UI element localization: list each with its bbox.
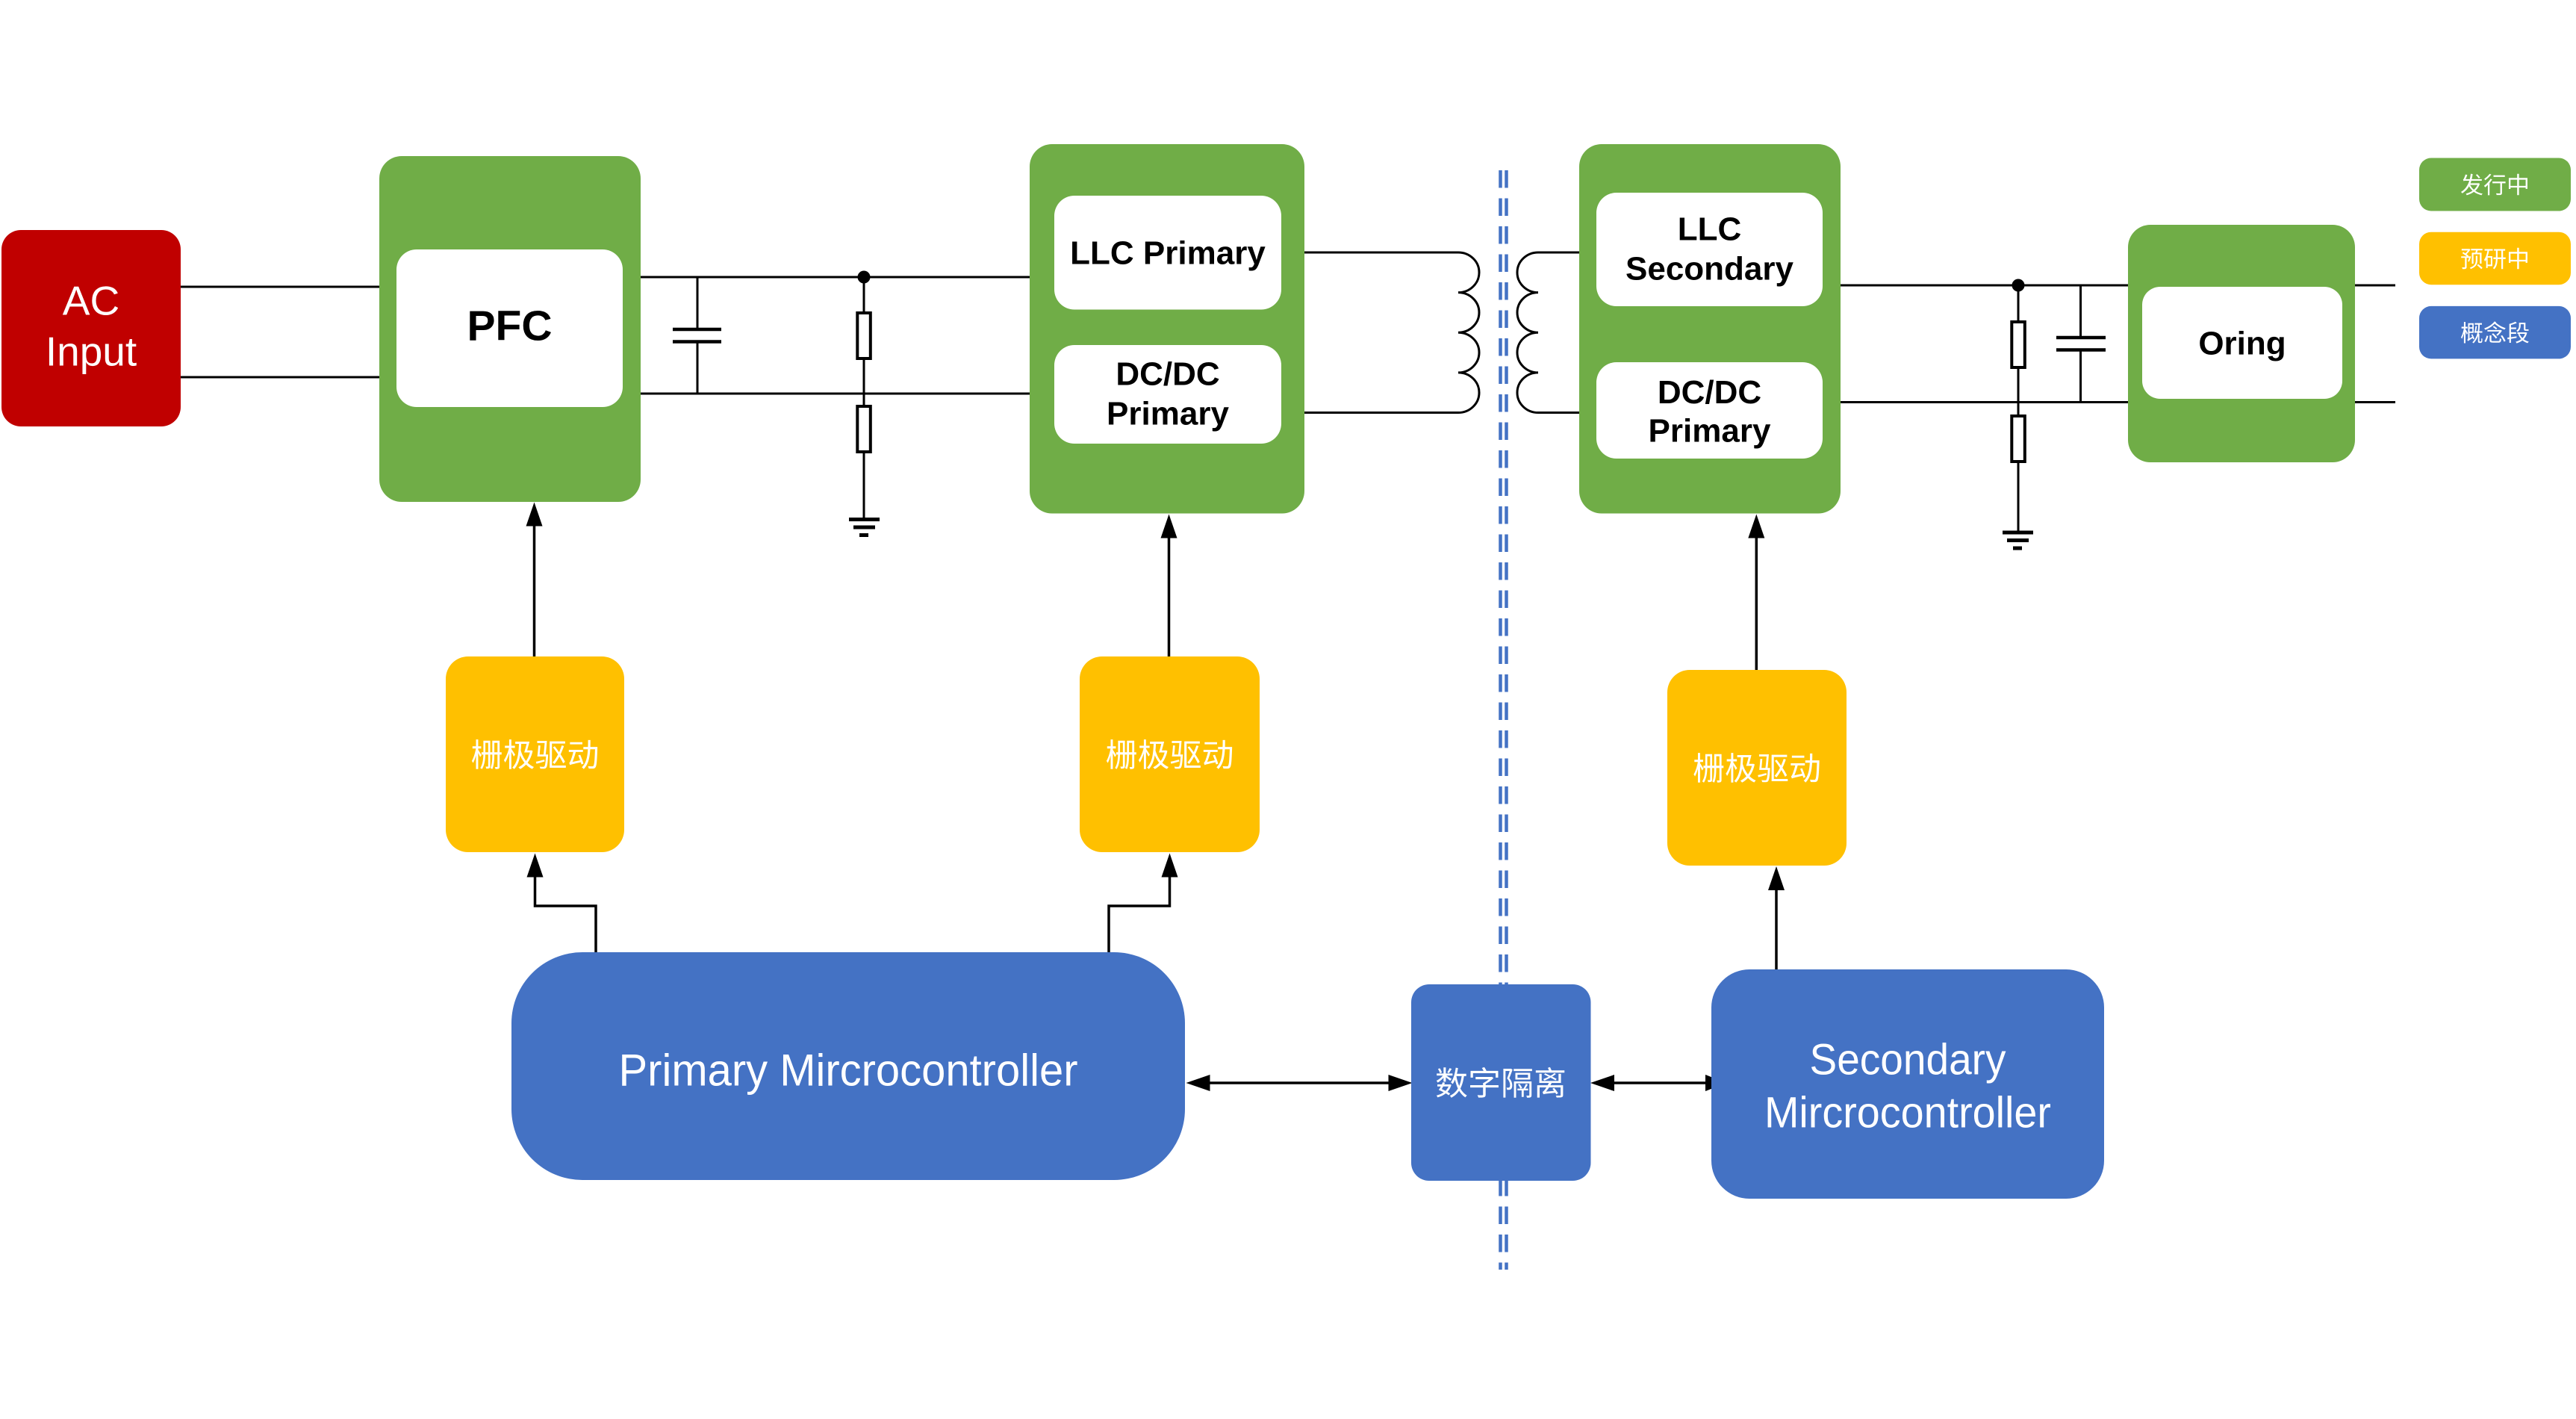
svg-text:Secondary: Secondary <box>1625 250 1794 287</box>
svg-text:PFC: PFC <box>467 302 553 350</box>
svg-text:Secondary: Secondary <box>1810 1035 2006 1084</box>
svg-text:DC/DC: DC/DC <box>1658 374 1761 411</box>
svg-text:Input: Input <box>46 328 137 374</box>
svg-text:Primary: Primary <box>1649 413 1771 450</box>
svg-text:DC/DC: DC/DC <box>1116 356 1219 393</box>
svg-text:Primary Mircrocontroller: Primary Mircrocontroller <box>619 1046 1078 1096</box>
svg-text:Primary: Primary <box>1107 396 1229 432</box>
svg-text:Oring: Oring <box>2198 325 2286 361</box>
svg-text:AC: AC <box>63 277 119 323</box>
svg-text:LLC: LLC <box>1678 211 1742 247</box>
svg-text:LLC Primary: LLC Primary <box>1070 235 1266 272</box>
svg-text:Mircrocontroller: Mircrocontroller <box>1764 1088 2051 1137</box>
